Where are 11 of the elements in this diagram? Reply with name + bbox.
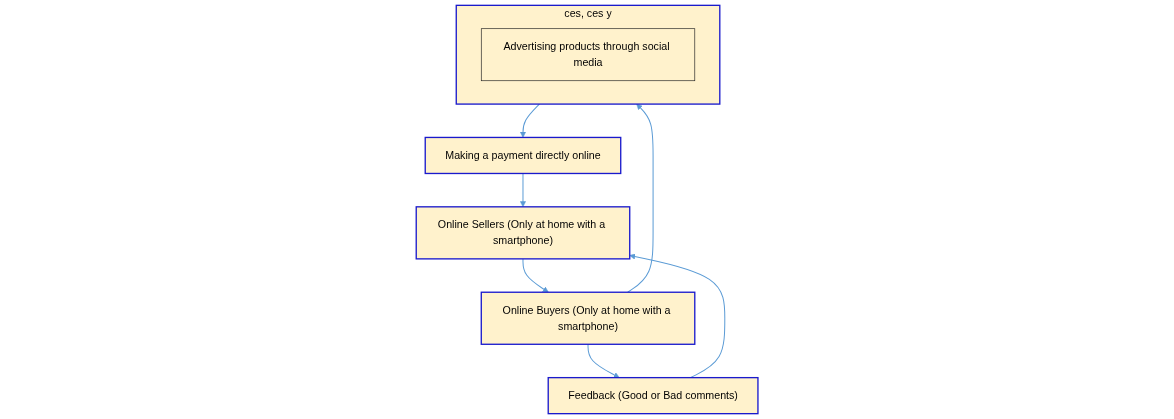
node-box: Feedback (Good or Bad comments) xyxy=(547,376,759,415)
arrow xyxy=(629,253,726,379)
arrow xyxy=(587,343,620,378)
arrow xyxy=(519,172,526,208)
node-box: Online Sellers (Only at home with a smartphone) xyxy=(415,206,631,260)
arrow xyxy=(627,103,654,293)
arrow xyxy=(522,258,549,293)
node-box: Online Buyers (Only at home with a smartphone) xyxy=(480,291,696,345)
node-box: Advertising products through social media xyxy=(480,28,696,82)
arrow xyxy=(519,103,540,138)
node-box: Making a payment directly online xyxy=(424,136,622,175)
